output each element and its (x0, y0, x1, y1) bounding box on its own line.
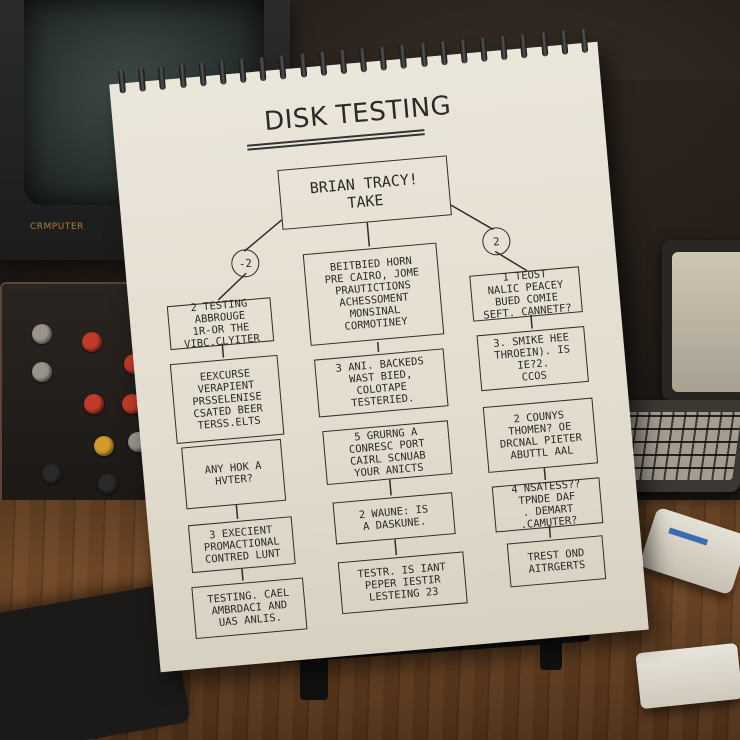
knob (84, 394, 104, 414)
connector-line (241, 568, 244, 581)
keyboard-keys (617, 412, 740, 480)
retro-pc-monitor (662, 240, 740, 400)
middle-node-3: 5 GRURNG A CONRESC PORT CAIRL SCNUAB YOU… (322, 420, 453, 486)
monitor-brand-label: CRMPUTER (30, 222, 84, 232)
middle-node-2: 3 ANI. BACKEDS WAST BIED, COLOTAPE TESTE… (313, 348, 449, 418)
connector-line (235, 504, 239, 520)
knob (94, 436, 114, 456)
connector-line (388, 479, 392, 496)
knob (32, 324, 52, 344)
left-node-5: TESTING. CAEL AMBRDACI AND UAS ANLIS. (191, 577, 308, 640)
connector-line (543, 467, 547, 481)
connector-line (530, 314, 533, 329)
right-node-4: 4 NSATESS?? TPNDE DAF . DEMART .CAMUTER? (491, 477, 604, 533)
right-node-1: 1 TEOST NALIC PEACEY BUED COMIE SEFT. CA… (469, 266, 583, 322)
connector-line (450, 204, 494, 231)
drive-stripe (668, 527, 709, 546)
right-node-5: TREST OND AITRGERTS (506, 535, 607, 588)
disk-drive (635, 642, 740, 710)
middle-node-5: TESTR. IS IANT PEPER IESTIR LESTEING 23 (337, 551, 468, 615)
spiral-notepad: DISK TESTING BRIAN TRACY! TAKE (109, 28, 649, 673)
left-node-1: 2 TESTING ABBROUGE 1R-OR THE VIBC.CLYITE… (166, 297, 275, 351)
connector-line (548, 525, 552, 538)
connector-line (394, 539, 398, 556)
connector-line (366, 222, 371, 247)
knob (42, 464, 62, 484)
left-node-2: EEXCURSE VERAPIENT PRSSELENISE CSATED BE… (169, 354, 285, 444)
connector-line (217, 272, 247, 301)
knob (98, 474, 118, 494)
right-node-3: 2 COUNYS THOMEN? OE DRCNAL PIETER ABUTTL… (482, 397, 599, 473)
connector-line (494, 250, 528, 272)
left-node-3: ANY HOK A HVTER? (181, 438, 287, 510)
retro-pc-screen (672, 252, 740, 392)
left-node-4: 3 EXECIENT PROMACTIONAL CONTRED LUNT (187, 516, 296, 574)
connector-line (376, 341, 380, 353)
knob (82, 332, 102, 352)
knob (32, 362, 52, 382)
flow-connectors (217, 204, 552, 581)
right-node-2: 3. SMIKE HEE THROEIN). IS IE?2. CCOS (476, 326, 589, 392)
middle-node-1: BEITBIED HORN PRE CAIRO, JOME PRAUTICTIO… (302, 242, 445, 346)
connector-line (221, 343, 225, 358)
connector-line (243, 219, 283, 252)
